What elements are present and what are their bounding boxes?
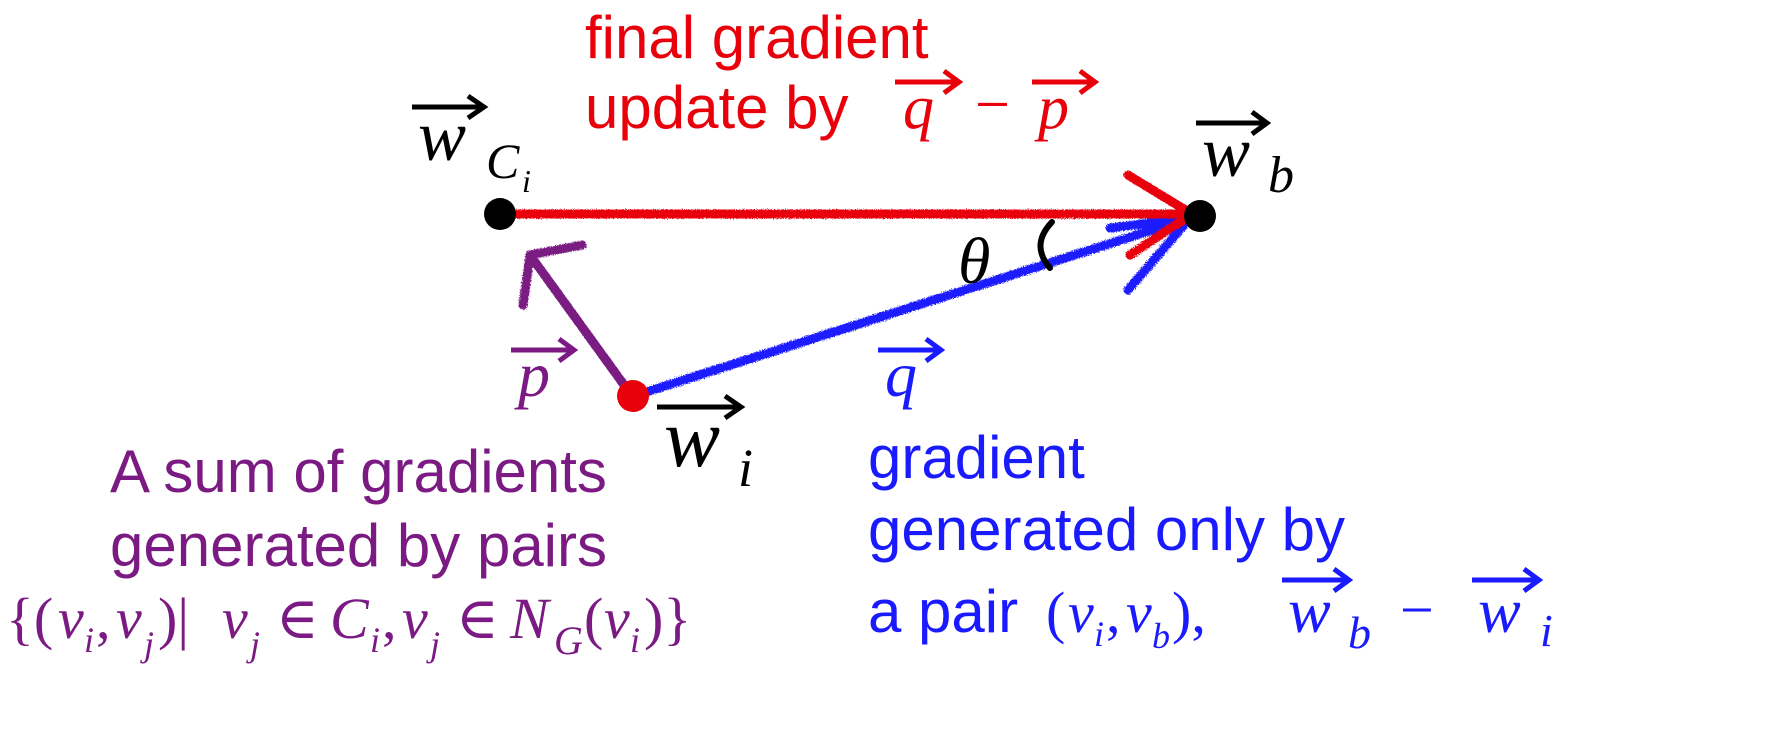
label-w-ci: w C i xyxy=(412,93,531,199)
svg-text:b: b xyxy=(1348,607,1371,658)
svg-text:v: v xyxy=(1126,580,1152,645)
svg-text:v: v xyxy=(604,586,630,651)
svg-text:v: v xyxy=(58,586,84,651)
angle-theta: θ xyxy=(958,225,990,298)
svg-text:∈: ∈ xyxy=(456,586,499,651)
svg-text:i: i xyxy=(522,163,531,199)
svg-text:{(: {( xyxy=(6,586,53,651)
purple-label-line2: generated by pairs xyxy=(110,512,607,579)
svg-text:C: C xyxy=(486,133,520,189)
svg-text:q: q xyxy=(885,339,917,410)
svg-text:v: v xyxy=(222,586,248,651)
svg-text:v: v xyxy=(116,586,142,651)
svg-text:j: j xyxy=(426,624,440,664)
vector-p-arrow xyxy=(518,240,637,401)
svg-text:w: w xyxy=(1478,575,1521,646)
svg-text:q: q xyxy=(903,74,934,142)
angle-arc xyxy=(1037,219,1055,271)
purple-set-formula: {( v i , v j )| v j ∈ C i , v j ∈ N G ( … xyxy=(6,586,691,664)
blue-label-line1: gradient xyxy=(868,424,1085,491)
svg-text:i: i xyxy=(1540,605,1553,656)
blue-label-line3: a pair xyxy=(868,578,1018,645)
svg-text:w: w xyxy=(664,392,720,485)
svg-text:∈: ∈ xyxy=(276,586,319,651)
red-label-line1: final gradient xyxy=(585,4,929,71)
red-vec-q: q xyxy=(895,68,964,142)
svg-text:i: i xyxy=(630,620,640,660)
svg-text:−: − xyxy=(1400,577,1434,643)
label-w-b: w b xyxy=(1196,109,1294,204)
svg-text:p: p xyxy=(514,339,550,410)
svg-text:j: j xyxy=(246,624,260,664)
point-w-b xyxy=(1184,200,1216,232)
blue-pair-formula: ( v i , v b ), w b − w i xyxy=(1046,566,1553,658)
svg-text:(: ( xyxy=(584,586,603,651)
svg-text:i: i xyxy=(370,620,380,660)
svg-text:,: , xyxy=(382,586,397,651)
point-w-ci xyxy=(484,198,516,230)
svg-text:G: G xyxy=(554,618,583,663)
svg-text:j: j xyxy=(140,624,154,664)
svg-text:w: w xyxy=(418,96,466,176)
svg-text:),: ), xyxy=(1172,580,1206,645)
svg-text:w: w xyxy=(1288,575,1331,646)
red-minus: − xyxy=(975,71,1010,139)
purple-label-line1: A sum of gradients xyxy=(110,438,607,505)
svg-text:(: ( xyxy=(1046,580,1065,645)
svg-text:C: C xyxy=(330,586,370,651)
label-w-i: w i xyxy=(657,392,753,498)
svg-text:,: , xyxy=(1106,580,1121,645)
label-vec-q: q xyxy=(878,336,946,410)
svg-text:)}: )} xyxy=(644,586,691,651)
final-gradient-arrow xyxy=(503,170,1197,260)
svg-text:v: v xyxy=(1068,580,1094,645)
point-w-i xyxy=(617,380,649,412)
svg-text:b: b xyxy=(1152,616,1170,656)
svg-text:w: w xyxy=(1202,112,1250,192)
svg-text:i: i xyxy=(84,620,94,660)
svg-text:)|: )| xyxy=(158,586,189,651)
svg-text:N: N xyxy=(509,586,552,651)
svg-text:v: v xyxy=(402,586,428,651)
svg-text:p: p xyxy=(1034,74,1069,142)
red-vec-p: p xyxy=(1032,68,1100,142)
svg-text:b: b xyxy=(1268,147,1294,204)
svg-text:i: i xyxy=(1094,614,1104,654)
svg-text:,: , xyxy=(96,586,111,651)
red-label-line2: update by xyxy=(585,74,849,141)
blue-label-line2: generated only by xyxy=(868,496,1345,563)
label-vec-p: p xyxy=(511,336,579,410)
svg-text:i: i xyxy=(738,438,753,498)
